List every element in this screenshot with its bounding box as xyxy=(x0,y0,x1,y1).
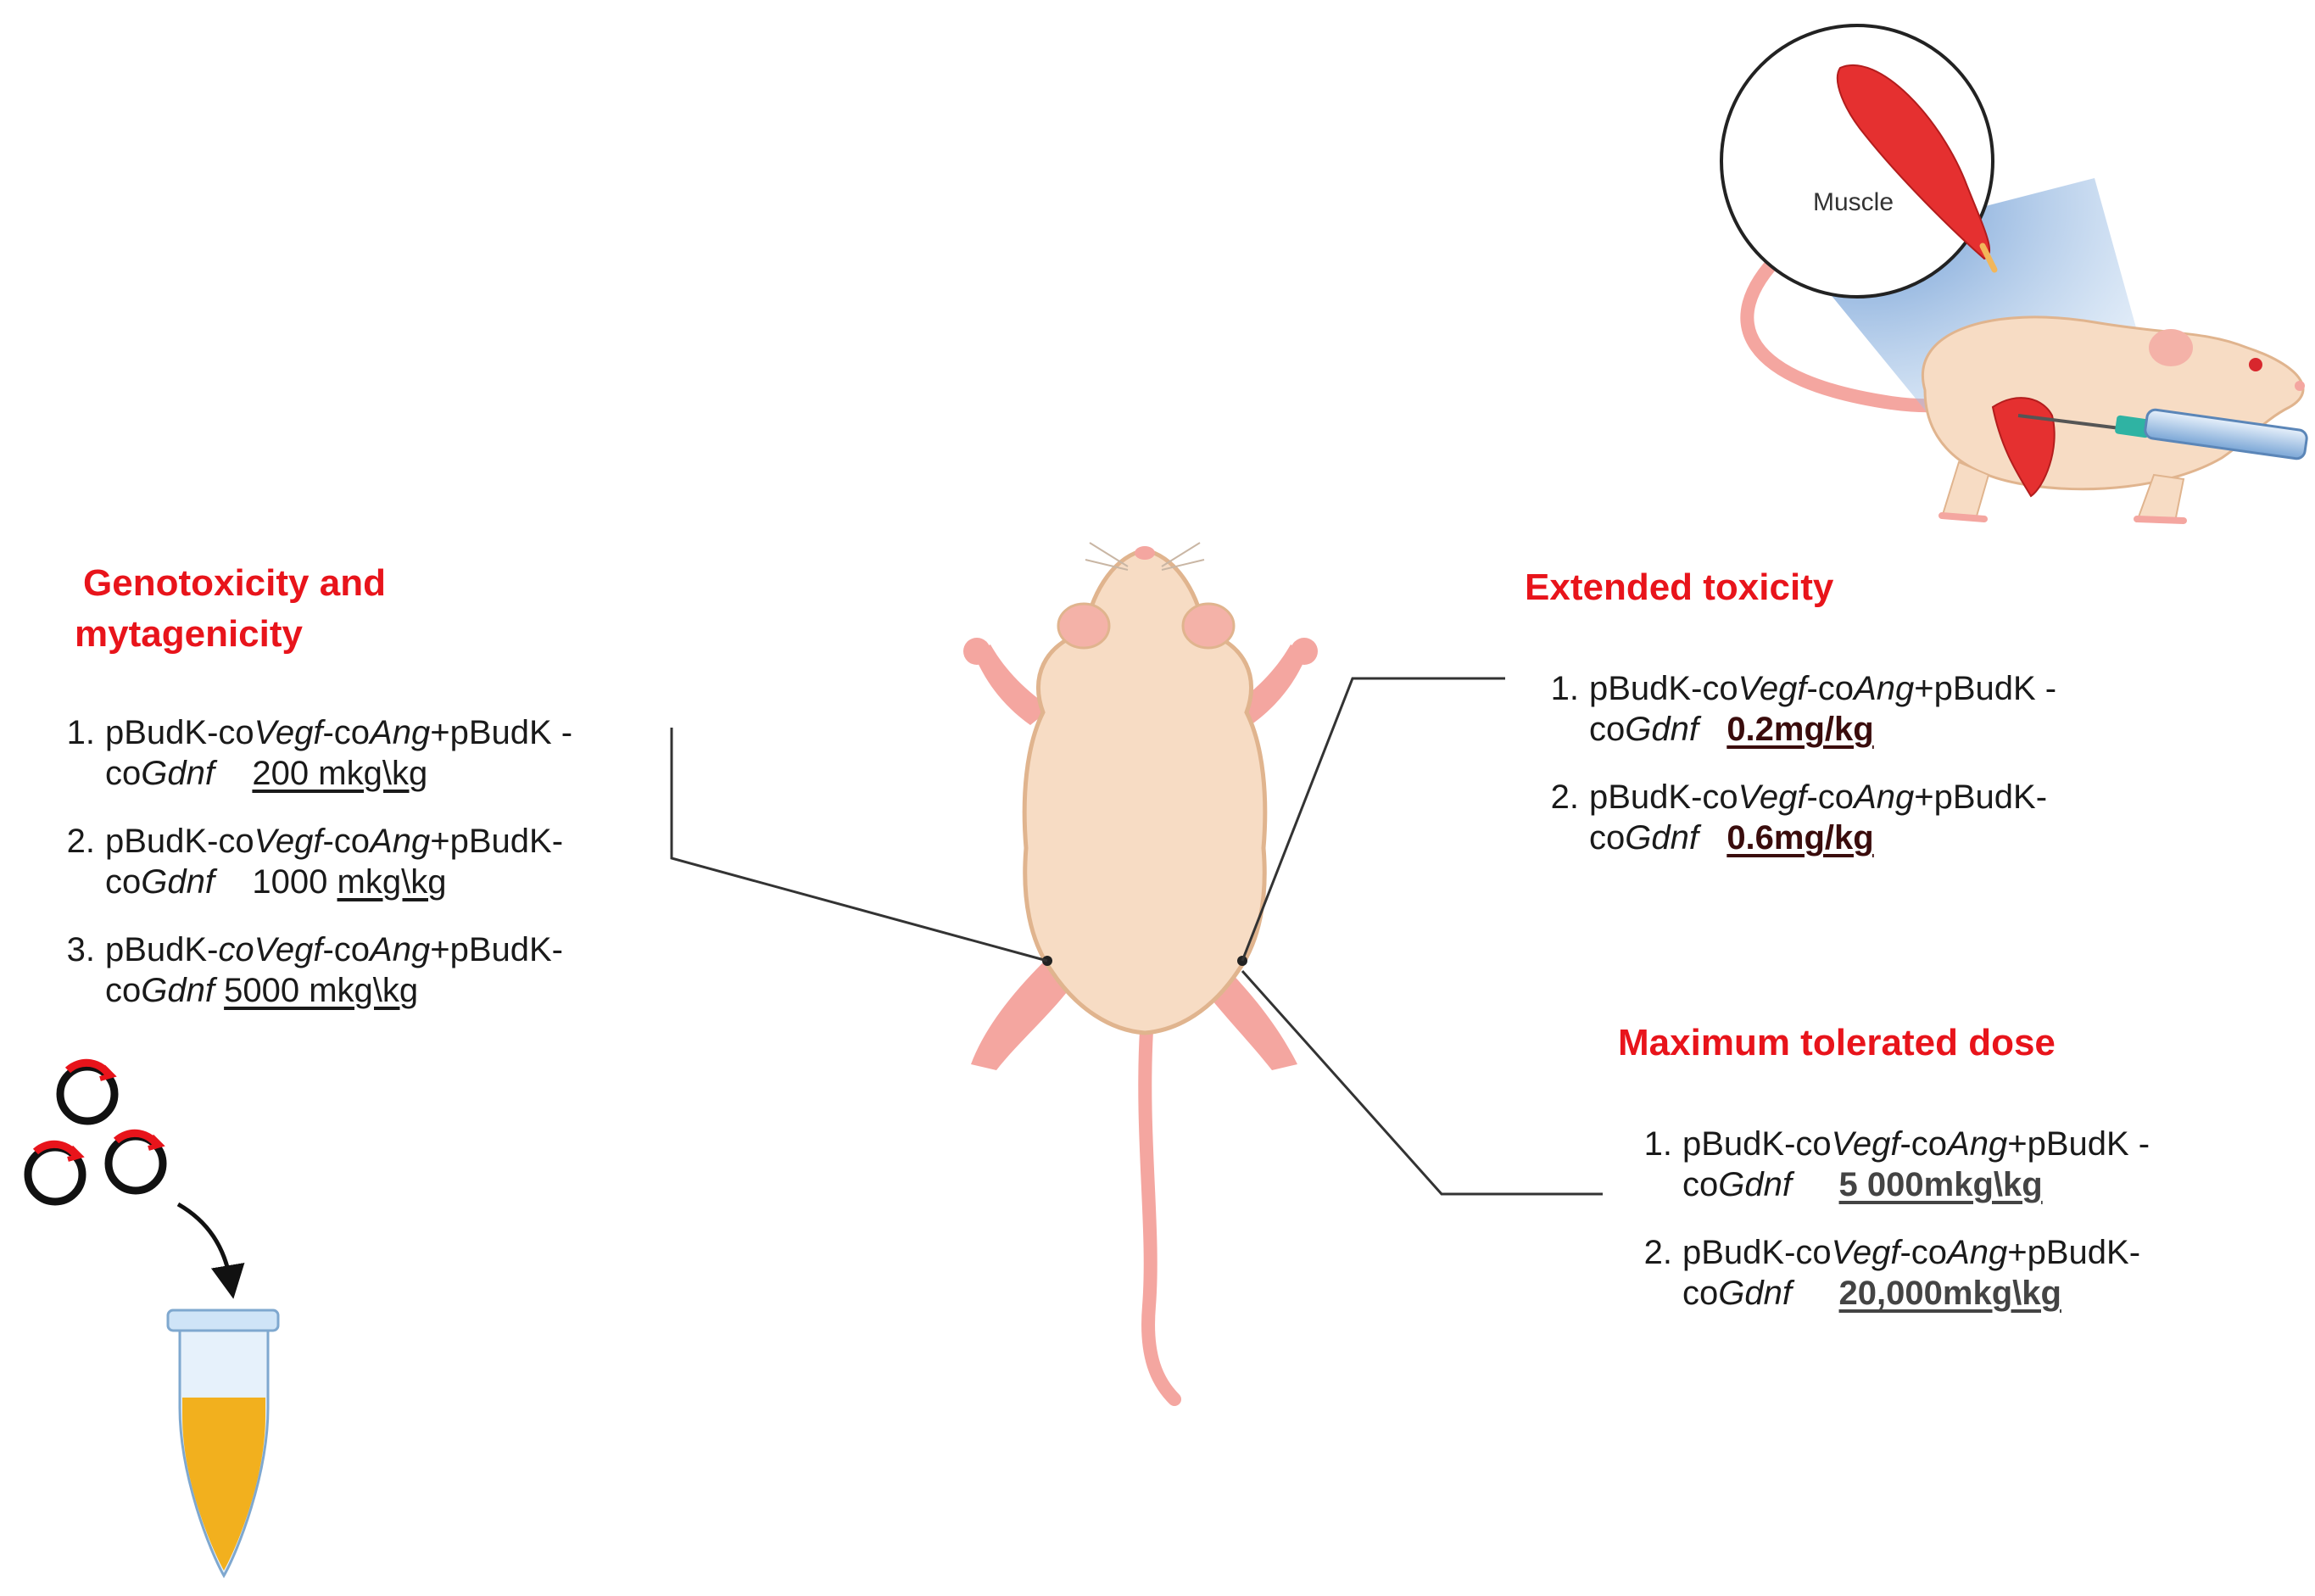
dose-value: 5000 mkg\kg xyxy=(224,972,419,1009)
dose-value: 20,000mkg\kg xyxy=(1838,1275,2061,1312)
genotoxicity-list: 1. pBudK-coVegf-coAng+pBudK - coGdnf 200… xyxy=(41,712,668,1038)
leader-lines xyxy=(670,677,1603,1196)
genotoxicity-title-line2: mytagenicity xyxy=(75,613,303,655)
list-item: 1. pBudK-coVegf-coAng+pBudK - coGdnf 200… xyxy=(66,714,573,792)
test-tube-icon xyxy=(166,1309,280,1579)
leader-line-extended-toxicity xyxy=(1241,677,1505,962)
injection-rat-illustration xyxy=(1720,24,2308,524)
list-item: 2. pBudK-coVegf-coAng+pBudK- coGdnf 20,0… xyxy=(1643,1234,2141,1312)
curved-arrow-icon xyxy=(176,1202,245,1299)
dose-value: 5 000mkg\kg xyxy=(1838,1166,2043,1203)
rat-top-view-illustration xyxy=(963,542,1318,1406)
maximum-tolerated-dose-list: 1. pBudK-coVegf-coAng+pBudK - coGdnf 5 0… xyxy=(1618,1124,2229,1341)
dose-value: 200 mkg\kg xyxy=(252,755,428,792)
syringe-icon xyxy=(2017,408,2308,460)
magnifier-circle xyxy=(1720,24,1994,299)
list-item: 1. pBudK-coVegf-coAng+pBudK - coGdnf 0.2… xyxy=(1550,670,2057,748)
extended-toxicity-title: Extended toxicity xyxy=(1525,566,1834,608)
maximum-tolerated-dose-title: Maximum tolerated dose xyxy=(1618,1022,2056,1063)
list-item: 2. pBudK-coVegf-coAng+pBudK- coGdnf 1000… xyxy=(66,823,564,901)
dose-value: 0.2mg/kg xyxy=(1726,711,1874,748)
list-item: 3. pBudK-coVegf-coAng+pBudK- coGdnf 5000… xyxy=(66,931,563,1009)
list-item: 2. pBudK-coVegf-coAng+pBudK- coGdnf 0.6m… xyxy=(1550,778,2048,857)
dose-value: mkg\kg xyxy=(337,863,447,901)
leader-line-maximum-dose xyxy=(1241,970,1603,1196)
plasmid-icons xyxy=(24,1058,167,1206)
dose-value: 0.6mg/kg xyxy=(1726,819,1874,857)
muscle-label: Muscle xyxy=(1813,188,1894,216)
genotoxicity-title-line1: Genotoxicity and xyxy=(83,562,386,604)
list-item: 1. pBudK-coVegf-coAng+pBudK - coGdnf 5 0… xyxy=(1643,1125,2150,1203)
leader-line-genotoxicity xyxy=(670,728,1048,963)
extended-toxicity-list: 1. pBudK-coVegf-coAng+pBudK - coGdnf 0.2… xyxy=(1525,668,2135,885)
muscle-icon xyxy=(1836,64,1991,260)
